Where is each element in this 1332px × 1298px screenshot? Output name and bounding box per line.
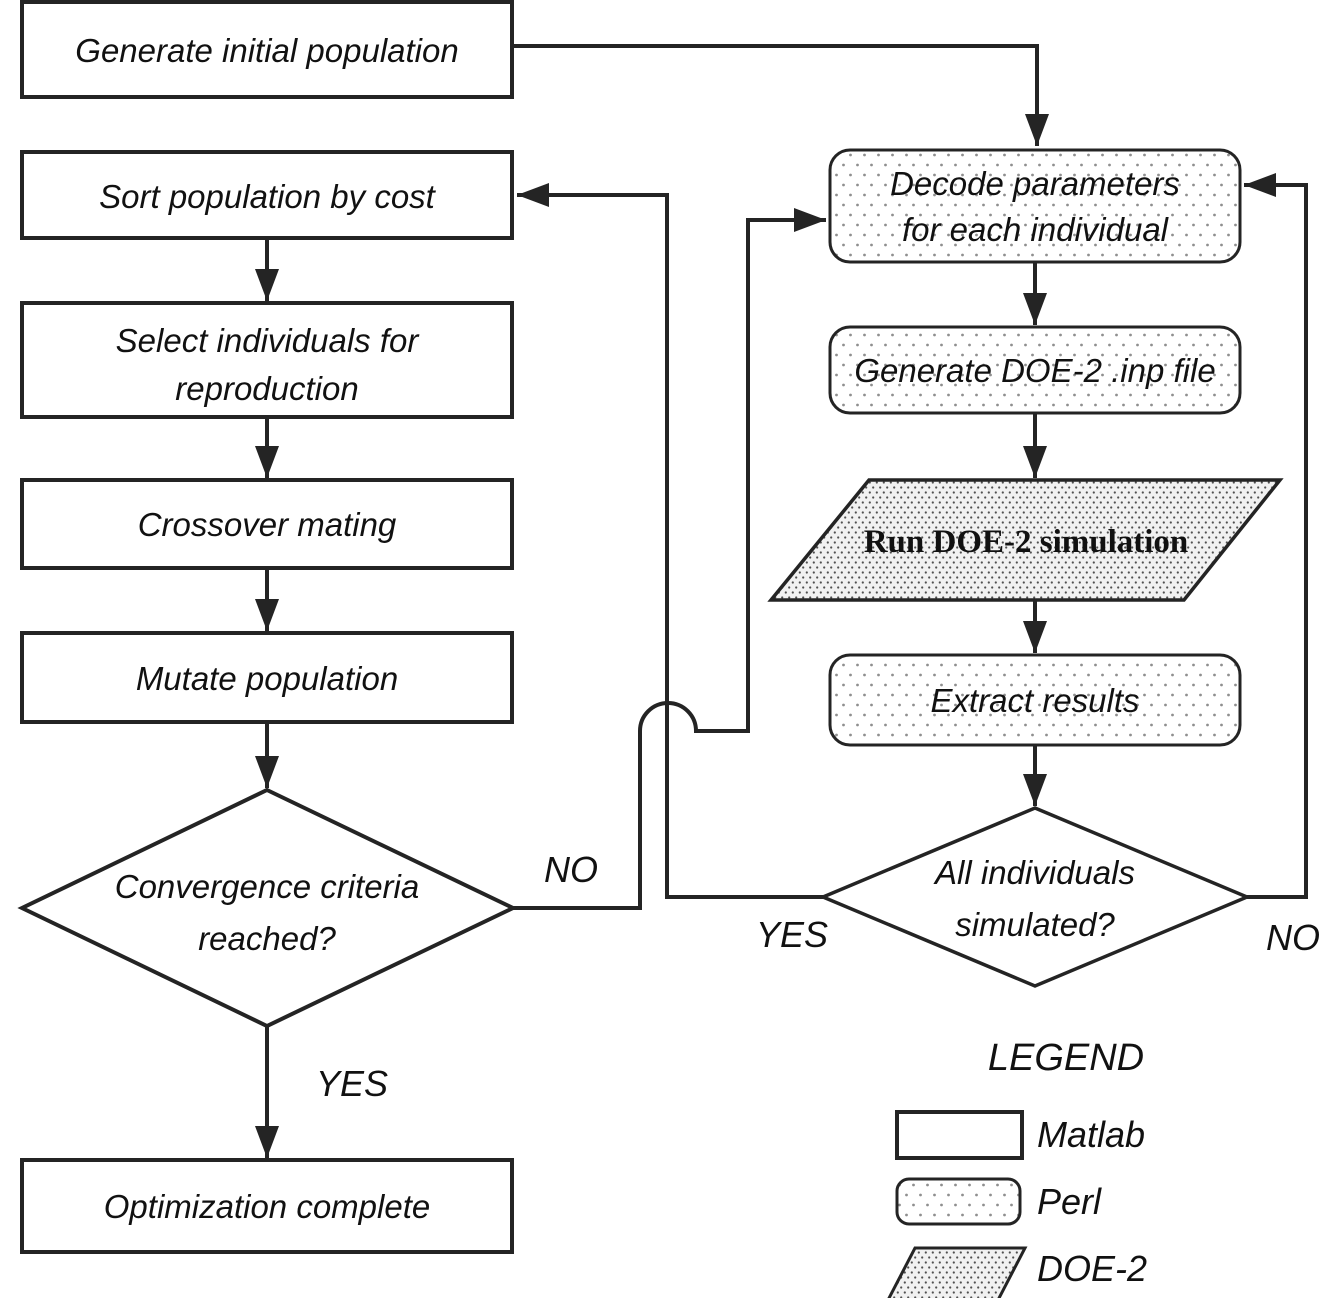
edges-layer (255, 44, 1308, 1158)
legend-matlab-swatch (895, 1110, 1024, 1160)
node-generate-initial-population (20, 0, 514, 99)
node-run-doe2-simulation (767, 478, 1284, 602)
legend-perl-label: Perl (1037, 1181, 1102, 1222)
node-select-individuals (20, 301, 514, 419)
label-allsim-no: NO (1266, 917, 1320, 958)
labels-layer: Generate initial population Sort populat… (75, 32, 1320, 1225)
label-convergence-yes: YES (316, 1063, 388, 1104)
nodes-layer (17, 0, 1284, 1254)
edge-generate-to-decode (512, 44, 1049, 146)
label-select-line1: Select individuals for (116, 322, 421, 359)
node-sort-population (20, 150, 514, 240)
label-sort: Sort population by cost (99, 178, 437, 215)
label-mutate: Mutate population (136, 660, 398, 697)
legend-doe2-swatch (887, 1246, 1028, 1298)
edge-convergence-no-to-decode (513, 208, 826, 910)
node-optimization-complete (20, 1158, 514, 1254)
edge-allsim-yes-to-sort (517, 183, 823, 899)
node-decode-parameters (828, 148, 1242, 264)
label-extract: Extract results (930, 682, 1139, 719)
label-gen-inp: Generate DOE-2 .inp file (854, 352, 1215, 389)
label-decode-line1: Decode parameters (890, 165, 1180, 202)
legend-matlab-label: Matlab (1037, 1114, 1145, 1155)
label-allsim-line1: All individuals (933, 854, 1135, 891)
label-convergence-no: NO (544, 849, 598, 890)
legend-title: LEGEND (988, 1037, 1144, 1079)
label-generate-initial: Generate initial population (75, 32, 458, 69)
label-decode-line2: for each individual (902, 211, 1170, 248)
node-extract-results (828, 653, 1242, 747)
legend-perl-swatch (895, 1177, 1022, 1226)
label-optimization: Optimization complete (104, 1188, 430, 1225)
edge-allsim-no-to-decode (1244, 173, 1308, 899)
label-allsim-yes: YES (756, 914, 828, 955)
label-convergence-line2: reached? (198, 920, 336, 957)
node-generate-inp-file (828, 325, 1242, 415)
node-mutate-population (20, 631, 514, 724)
label-select-line2: reproduction (175, 370, 358, 407)
legend-doe2-label: DOE-2 (1037, 1248, 1147, 1289)
label-convergence-line1: Convergence criteria (115, 868, 419, 905)
label-allsim-line2: simulated? (955, 906, 1115, 943)
node-crossover-mating (20, 478, 514, 570)
label-crossover: Crossover mating (138, 506, 397, 543)
node-convergence-decision (17, 787, 518, 1029)
label-run-doe2: Run DOE-2 simulation (864, 524, 1189, 560)
legend: LEGEND Matlab Perl DOE-2 (887, 1037, 1147, 1298)
node-all-individuals-decision (818, 806, 1252, 988)
